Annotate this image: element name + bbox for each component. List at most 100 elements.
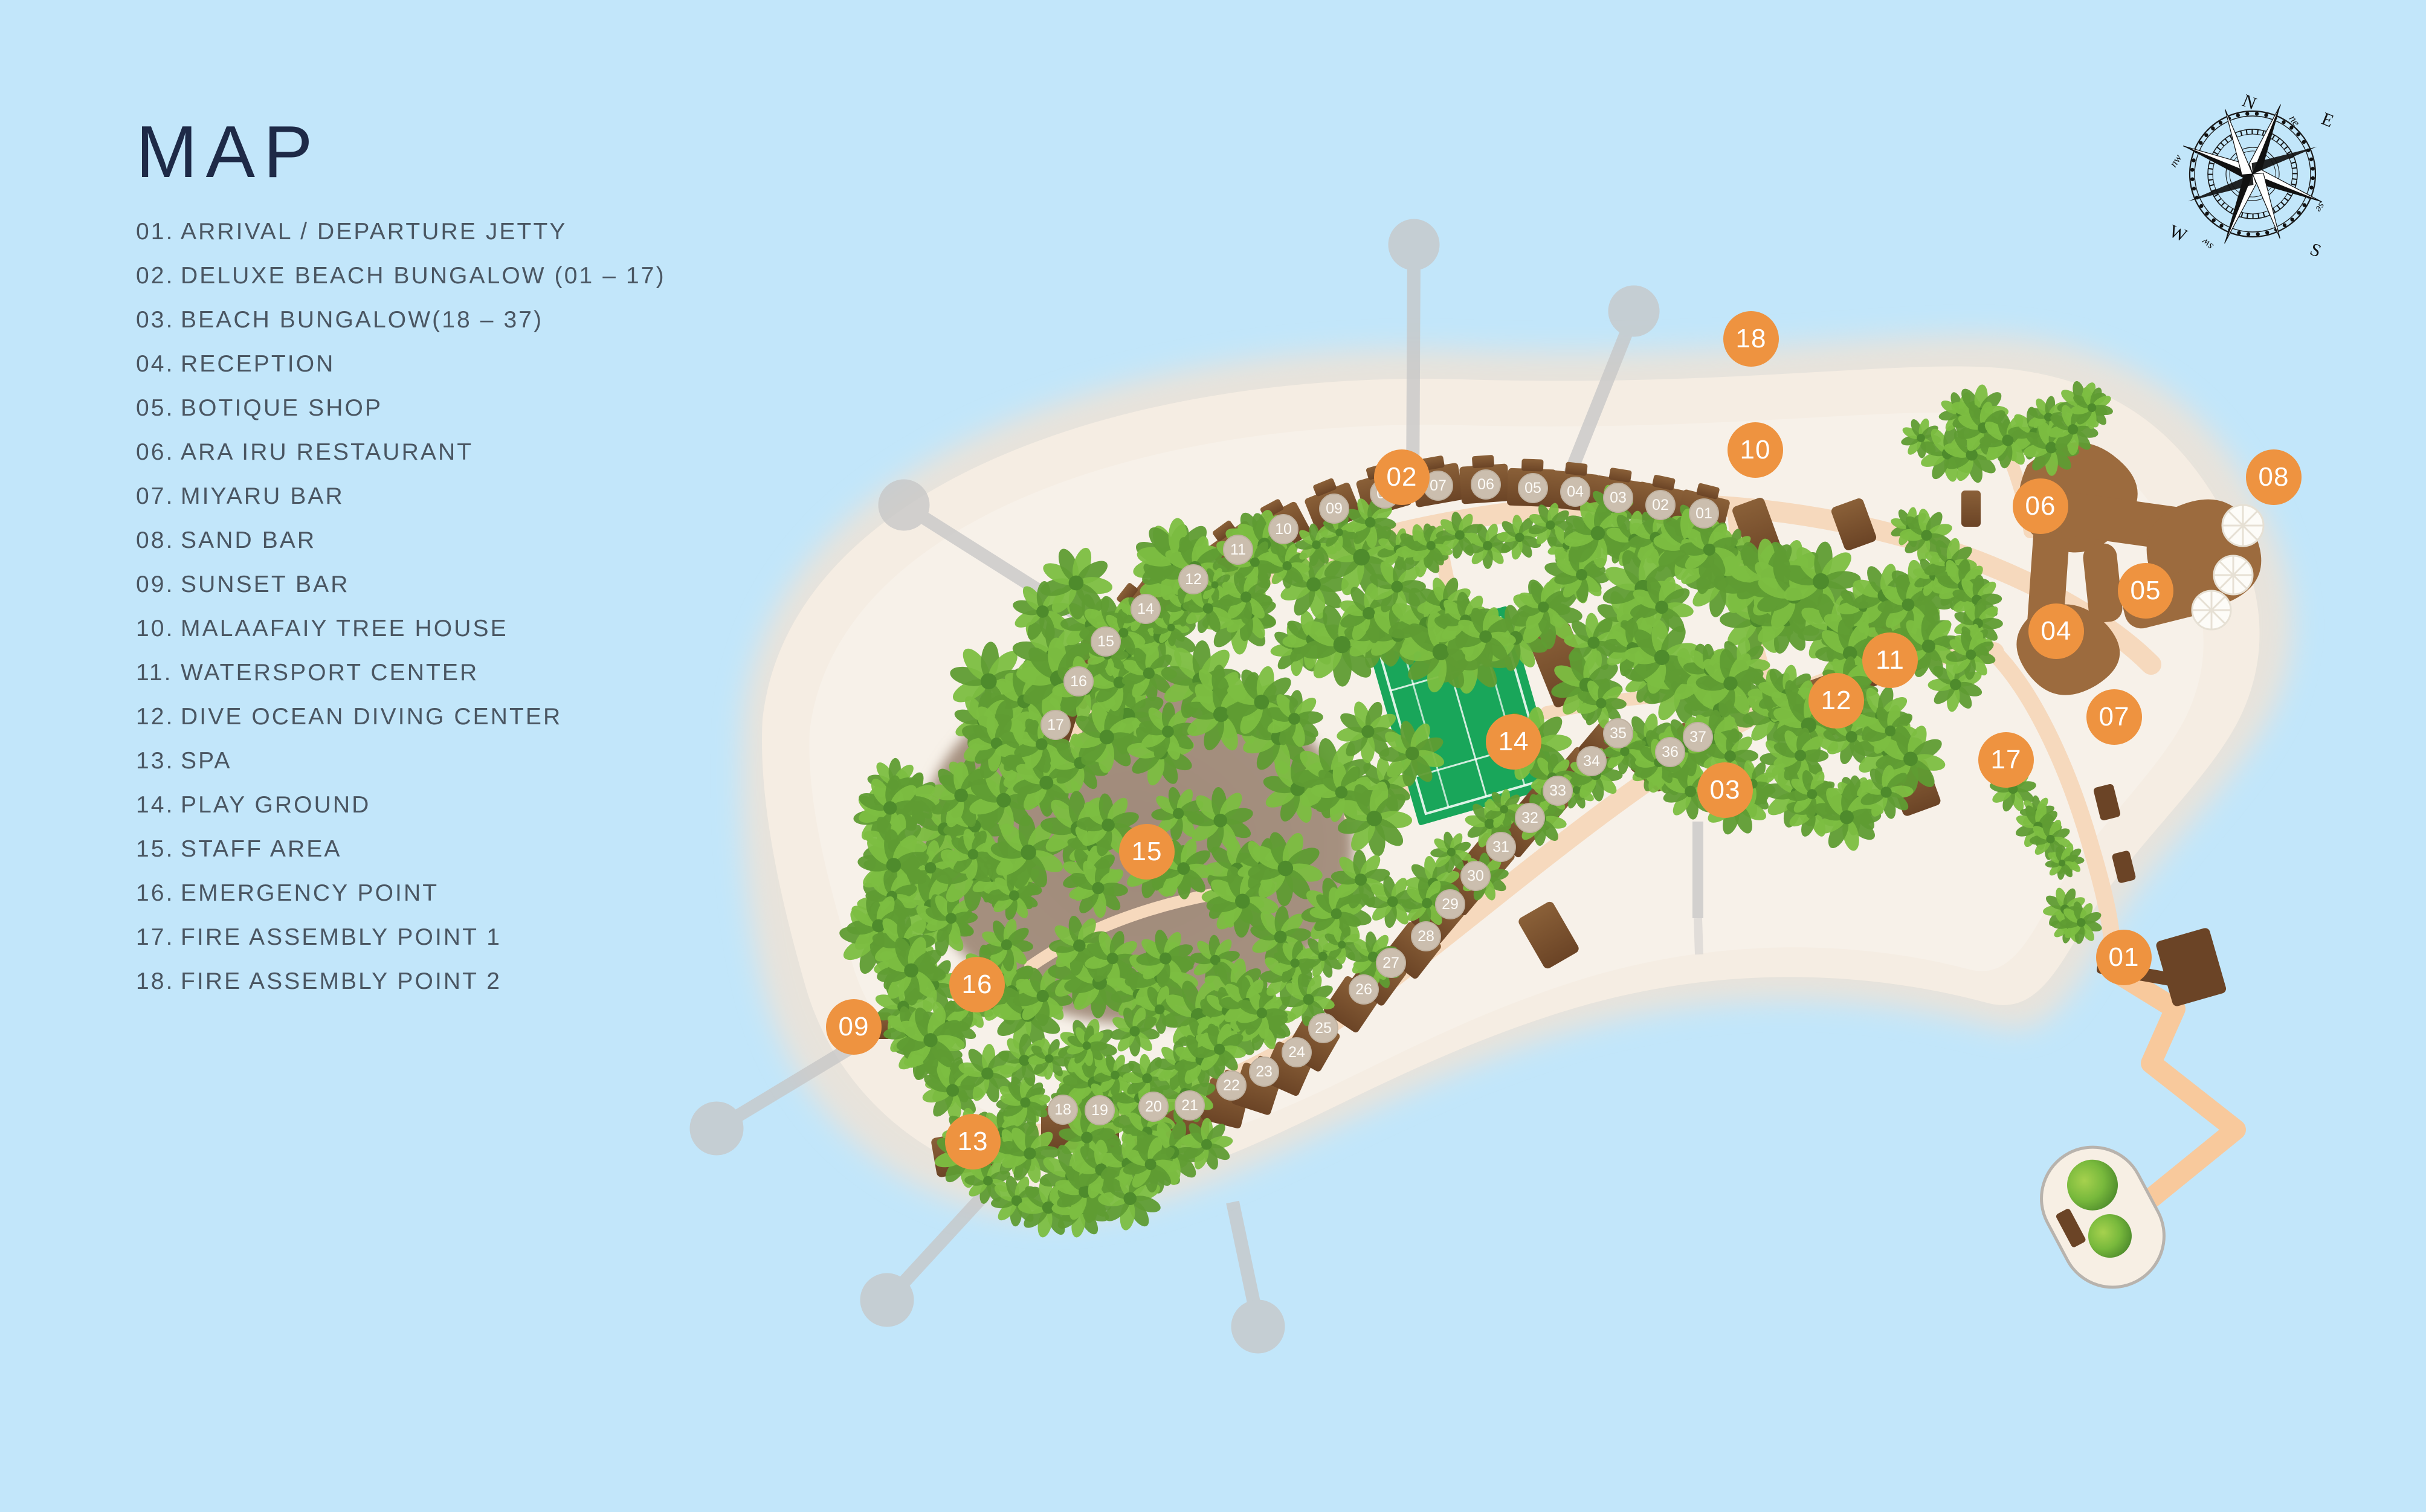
legend-item: 05.BOTIQUE SHOP (136, 396, 831, 420)
compass-label-w: W (2166, 221, 2190, 246)
bungalow-number-badge: 18 (1048, 1095, 1078, 1125)
mooring-piles (689, 219, 1703, 1354)
legend-item-number: 16. (136, 880, 175, 906)
legend-item-number: 07. (136, 483, 175, 509)
legend-item: 14.PLAY GROUND (136, 793, 831, 817)
bungalow-number-badge: 36 (1655, 737, 1685, 767)
compass-label-e: E (2318, 109, 2336, 131)
map-marker-05[interactable]: 05 (2118, 563, 2173, 619)
bungalow-number-badge: 01 (1689, 498, 1719, 529)
map-marker-08[interactable]: 08 (2246, 449, 2302, 505)
legend-item: 08.SAND BAR (136, 529, 831, 552)
bungalow-number-badge: 21 (1175, 1090, 1205, 1121)
palm-tree (1954, 599, 2003, 648)
bungalow-number-badge: 24 (1282, 1037, 1312, 1067)
palm-tree (1071, 703, 1143, 773)
legend-item-number: 08. (136, 527, 175, 553)
legend-item-label: ARA IRU RESTAURANT (181, 439, 474, 465)
palm-canopy (839, 381, 2113, 1238)
map-marker-10[interactable]: 10 (1728, 422, 1783, 478)
bungalow-number-badge: 17 (1040, 710, 1071, 740)
bungalow-number-badge: 10 (1268, 514, 1298, 544)
legend-item: 17.FIRE ASSEMBLY POINT 1 (136, 925, 831, 949)
map-marker-01[interactable]: 01 (2096, 930, 2152, 985)
bungalow-number-badge: 11 (1223, 535, 1253, 565)
legend-item-number: 18. (136, 968, 175, 994)
bungalow-number-badge: 05 (1518, 473, 1548, 503)
map-marker-09[interactable]: 09 (826, 999, 882, 1055)
bungalow-number-badge: 29 (1435, 889, 1465, 919)
legend-item-label: DELUXE BEACH BUNGALOW (01 – 17) (181, 263, 666, 289)
palm-tree (1860, 765, 1914, 819)
compass-label-sw: sw (2199, 236, 2215, 253)
palm-tree (1576, 678, 1627, 729)
bungalow-number-badge: 12 (1178, 564, 1208, 594)
bungalow-number-badge: 03 (1603, 483, 1633, 513)
bungalow-number-badge: 09 (1319, 494, 1349, 524)
palm-tree (1248, 832, 1323, 907)
palm-tree (1151, 787, 1205, 841)
palm-tree (1379, 721, 1445, 787)
legend-item-label: ARRIVAL / DEPARTURE JETTY (181, 219, 567, 245)
legend-item-number: 11. (136, 660, 173, 686)
map-marker-15[interactable]: 15 (1119, 824, 1175, 880)
bungalow-number-badge: 30 (1460, 861, 1491, 891)
legend-item-number: 17. (136, 924, 175, 950)
palm-tree (2045, 846, 2079, 880)
legend-item: 18.FIRE ASSEMBLY POINT 2 (136, 970, 831, 993)
palm-tree (1236, 988, 1288, 1039)
legend-item-number: 04. (136, 351, 175, 377)
legend-item-number: 01. (136, 219, 175, 245)
map-marker-04[interactable]: 04 (2028, 603, 2084, 659)
map-marker-12[interactable]: 12 (1808, 673, 1864, 729)
map-marker-18[interactable]: 18 (1723, 311, 1779, 367)
map-marker-02[interactable]: 02 (1374, 449, 1430, 505)
palm-tree (1069, 859, 1128, 918)
palm-tree (1121, 645, 1178, 701)
compass-label-n: N (2239, 91, 2259, 114)
map-marker-07[interactable]: 07 (2086, 689, 2142, 745)
palm-tree (1001, 1124, 1060, 1183)
sand-bar-parasols (2191, 504, 2265, 631)
bungalow-number-badge: 02 (1645, 490, 1676, 520)
palm-tree (1430, 831, 1472, 873)
bungalow-number-badge: 34 (1576, 746, 1607, 776)
bungalow-number-badge: 20 (1138, 1092, 1169, 1122)
legend-item-label: FIRE ASSEMBLY POINT 1 (181, 924, 502, 950)
map-marker-16[interactable]: 16 (949, 957, 1005, 1012)
map-marker-03[interactable]: 03 (1697, 762, 1753, 818)
palm-tree (2029, 819, 2071, 860)
legend-item-number: 02. (136, 263, 175, 289)
legend-item: 07.MIYARU BAR (136, 484, 831, 508)
palm-tree (1345, 497, 1396, 549)
palm-tree (1193, 1023, 1247, 1076)
map-marker-17[interactable]: 17 (1978, 732, 2034, 788)
legend-item: 13.SPA (136, 749, 831, 773)
map-marker-13[interactable]: 13 (945, 1114, 1001, 1169)
legend-item: 10.MALAAFAIY TREE HOUSE (136, 617, 831, 640)
palm-tree (947, 828, 999, 881)
compass-label-nw: nw (2167, 152, 2184, 169)
legend-item: 01.ARRIVAL / DEPARTURE JETTY (136, 220, 831, 243)
palm-tree (1265, 544, 1310, 589)
private-islet (2040, 1145, 2166, 1289)
legend-item-label: PLAY GROUND (181, 792, 371, 818)
compass-label-s: S (2307, 239, 2324, 262)
compass-label-se: se (2313, 201, 2328, 215)
palm-tree (1695, 649, 1764, 718)
legend-item: 06.ARA IRU RESTAURANT (136, 440, 831, 464)
palm-tree (1436, 512, 1483, 559)
map-marker-14[interactable]: 14 (1486, 714, 1541, 770)
palm-tree (2059, 901, 2102, 944)
bungalow-number-badge: 06 (1471, 469, 1501, 500)
palm-tree (1139, 702, 1198, 760)
legend-item-label: STAFF AREA (181, 836, 342, 862)
map-marker-11[interactable]: 11 (1862, 632, 1918, 688)
palm-tree (1123, 1137, 1179, 1193)
palm-tree (1946, 630, 1996, 680)
palm-tree (1066, 1025, 1108, 1066)
legend-item-label: EMERGENCY POINT (181, 880, 439, 906)
map-marker-06[interactable]: 06 (2013, 478, 2068, 534)
